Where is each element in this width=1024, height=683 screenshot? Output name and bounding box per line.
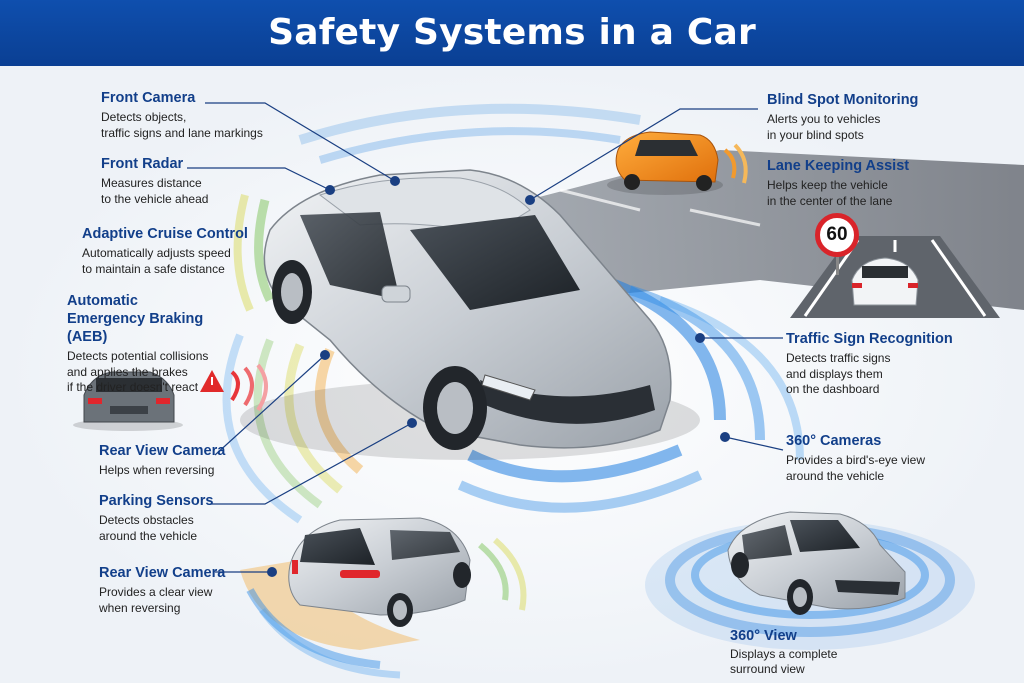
label-description: Automatically adjusts speed to maintain … — [82, 246, 231, 276]
label-parking-sensors: Parking Sensors Detects obstacles around… — [99, 492, 213, 544]
label-heading: Parking Sensors — [99, 493, 214, 509]
label-heading: Front Radar — [101, 156, 184, 172]
callout-dots — [267, 176, 730, 577]
label-description: Detects traffic signs and displays them … — [786, 351, 891, 396]
rear-car — [240, 517, 527, 679]
label-description: Displays a complete surround view — [730, 647, 838, 676]
main-car — [240, 169, 700, 460]
callout-lines — [187, 102, 784, 573]
label-description: Provides a clear view when reversing — [99, 585, 213, 615]
label-heading: Lane Keeping Assist — [767, 158, 910, 174]
label-heading: Traffic Sign Recognition — [786, 331, 953, 347]
label-360-view: 360° View Displays a complete surround v… — [730, 627, 837, 676]
label-adaptive-cruise-control: Adaptive Cruise Control Automatically ad… — [82, 225, 248, 277]
label-blind-spot-monitoring: Blind Spot Monitoring Alerts you to vehi… — [767, 91, 918, 143]
label-heading: 360° View — [730, 628, 797, 644]
label-aeb: Automatic Emergency Braking (AEB) Detect… — [67, 292, 217, 396]
label-traffic-sign-recognition: Traffic Sign Recognition Detects traffic… — [786, 330, 953, 398]
lane-keeping-scene — [790, 236, 1000, 318]
label-heading: Blind Spot Monitoring — [767, 92, 919, 108]
label-description: Detects objects, traffic signs and lane … — [101, 110, 263, 140]
page-title: Safety Systems in a Car — [268, 12, 756, 53]
label-heading: Rear View Camera — [99, 565, 226, 581]
speed-limit-value: 60 — [826, 224, 848, 245]
label-description: Measures distance to the vehicle ahead — [101, 176, 209, 206]
label-360-cameras: 360° Cameras Provides a bird's-eye view … — [786, 432, 925, 484]
label-rear-view-camera-1: Rear View Camera Helps when reversing — [99, 442, 225, 479]
label-front-camera: Front Camera Detects objects, traffic si… — [101, 89, 263, 141]
label-rear-view-camera-2: Rear View Camera Provides a clear view w… — [99, 564, 225, 616]
label-description: Detects potential collisions and applies… — [67, 349, 209, 394]
aeb-car — [73, 363, 268, 431]
label-heading: Automatic Emergency Braking (AEB) — [67, 293, 204, 345]
label-lane-keeping-assist: Lane Keeping Assist Helps keep the vehic… — [767, 157, 909, 209]
label-description: Helps keep the vehicle in the center of … — [767, 178, 893, 208]
label-description: Alerts you to vehicles in your blind spo… — [767, 112, 881, 142]
surround-car — [645, 511, 975, 650]
orange-car — [607, 131, 748, 195]
label-description: Helps when reversing — [99, 463, 215, 477]
title-banner — [0, 0, 1024, 66]
speed-limit-sign: 60 — [815, 213, 859, 257]
label-heading: 360° Cameras — [786, 433, 882, 449]
label-description: Detects obstacles around the vehicle — [99, 513, 198, 543]
label-heading: Rear View Camera — [99, 443, 226, 459]
illustration — [0, 66, 1024, 683]
label-front-radar: Front Radar Measures distance to the veh… — [101, 155, 208, 207]
label-heading: Front Camera — [101, 90, 196, 106]
label-description: Provides a bird's-eye view around the ve… — [786, 453, 926, 483]
label-heading: Adaptive Cruise Control — [82, 226, 248, 242]
